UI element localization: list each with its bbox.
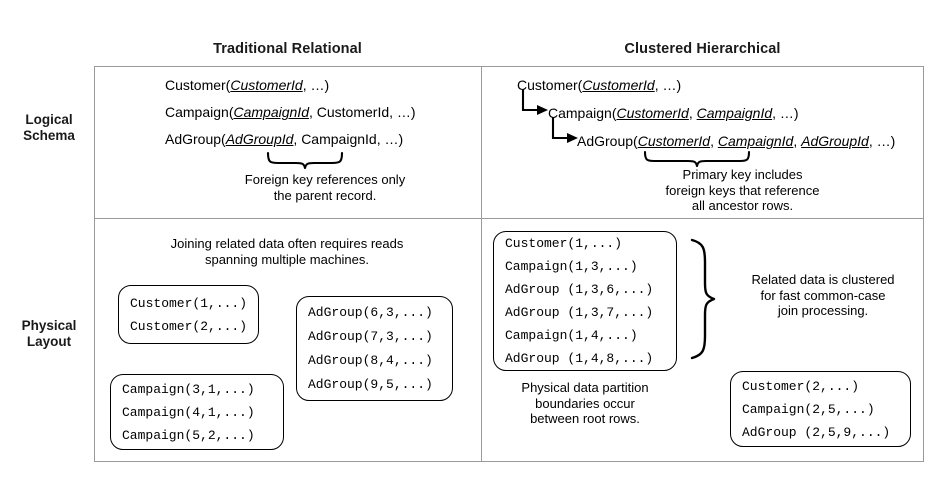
- record-box-customer-partition: Customer(1,...) Customer(2,...): [118, 285, 259, 344]
- record-row: AdGroup(8,4,...): [308, 353, 433, 368]
- record-row: AdGroup (2,5,9,...): [742, 424, 891, 440]
- record-row: Campaign(1,3,...): [505, 259, 638, 274]
- table-frame: [94, 66, 924, 462]
- schema-prefix: AdGroup(: [577, 133, 638, 149]
- schema-line-customer-clustered: Customer(CustomerId, …): [517, 77, 681, 94]
- schema-key: AdGroupId: [801, 133, 869, 149]
- schema-key: AdGroupId: [225, 131, 294, 147]
- record-row: AdGroup(7,3,...): [308, 329, 433, 344]
- caption-partition-boundaries: Physical data partition boundaries occur…: [521, 380, 649, 426]
- column-header-clustered: Clustered Hierarchical: [624, 41, 781, 57]
- record-row: Customer(1,...): [130, 295, 248, 311]
- record-row: AdGroup(9,5,...): [308, 377, 433, 392]
- schema-key: CustomerId: [230, 77, 303, 93]
- caption-primary-key-clustered: Primary key includes foreign keys that r…: [665, 167, 820, 213]
- schema-rest: , …): [868, 133, 896, 149]
- record-row: Campaign(1,4,...): [505, 328, 638, 343]
- record-box-root-2-partition: Customer(2,...) Campaign(2,5,...) AdGrou…: [730, 371, 911, 447]
- schema-prefix: Campaign(: [548, 105, 617, 121]
- record-row: Campaign(5,2,...): [122, 427, 255, 443]
- schema-rest: , CustomerId, …): [308, 104, 416, 120]
- record-row: Campaign(4,1,...): [122, 404, 255, 420]
- record-row: Customer(2,...): [742, 378, 860, 394]
- schema-rest: , CampaignId, …): [293, 131, 404, 147]
- caption-related-data-clustered: Related data is clustered for fast commo…: [751, 272, 895, 318]
- schema-line-customer-traditional: Customer(CustomerId, …): [165, 77, 329, 94]
- row-label-logical-schema: Logical Schema: [23, 112, 75, 143]
- schema-key: CampaignId: [233, 104, 309, 120]
- caption-foreign-key-traditional: Foreign key references only the parent r…: [244, 172, 406, 203]
- schema-rest: , …): [654, 77, 682, 93]
- record-row: AdGroup (1,3,6,...): [505, 282, 654, 297]
- schema-line-adgroup-clustered: AdGroup(CustomerId, CampaignId, AdGroupI…: [577, 133, 895, 150]
- record-row: Customer(2,...): [130, 318, 248, 334]
- schema-prefix: Customer(: [165, 77, 231, 93]
- schema-key: CustomerId: [637, 133, 711, 149]
- record-row: Customer(1,...): [505, 236, 623, 251]
- record-row: Campaign(2,5,...): [742, 401, 875, 417]
- schema-sep: ,: [793, 133, 802, 149]
- record-box-campaign-partition: Campaign(3,1,...) Campaign(4,1,...) Camp…: [110, 374, 284, 450]
- row-divider: [94, 218, 924, 219]
- schema-sep: ,: [688, 105, 697, 121]
- schema-prefix: Customer(: [517, 77, 583, 93]
- record-row: AdGroup (1,4,8,...): [505, 351, 654, 366]
- schema-line-adgroup-traditional: AdGroup(AdGroupId, CampaignId, …): [165, 131, 403, 148]
- row-label-physical-layout: Physical Layout: [21, 318, 77, 349]
- schema-line-campaign-traditional: Campaign(CampaignId, CustomerId, …): [165, 104, 416, 121]
- schema-key: CampaignId: [696, 105, 773, 121]
- record-box-adgroup-partition: AdGroup(6,3,...) AdGroup(7,3,...) AdGrou…: [296, 296, 453, 401]
- schema-sep: ,: [710, 133, 718, 149]
- schema-key: CustomerId: [616, 105, 689, 121]
- schema-key: CampaignId: [717, 133, 794, 149]
- record-row: AdGroup(6,3,...): [308, 305, 433, 320]
- schema-prefix: AdGroup(: [165, 131, 226, 147]
- record-row: Campaign(3,1,...): [122, 381, 255, 397]
- schema-line-campaign-clustered: Campaign(CustomerId, CampaignId, …): [548, 105, 799, 122]
- caption-joining-related-data: Joining related data often requires read…: [170, 236, 404, 267]
- schema-prefix: Campaign(: [165, 104, 234, 120]
- record-row: AdGroup (1,3,7,...): [505, 305, 654, 320]
- record-box-root-1-partition: Customer(1,...) Campaign(1,3,...) AdGrou…: [493, 231, 677, 371]
- column-divider: [481, 66, 482, 462]
- schema-rest: , …): [302, 77, 330, 93]
- column-header-traditional: Traditional Relational: [213, 41, 362, 57]
- schema-rest: , …): [772, 105, 799, 121]
- schema-key: CustomerId: [582, 77, 655, 93]
